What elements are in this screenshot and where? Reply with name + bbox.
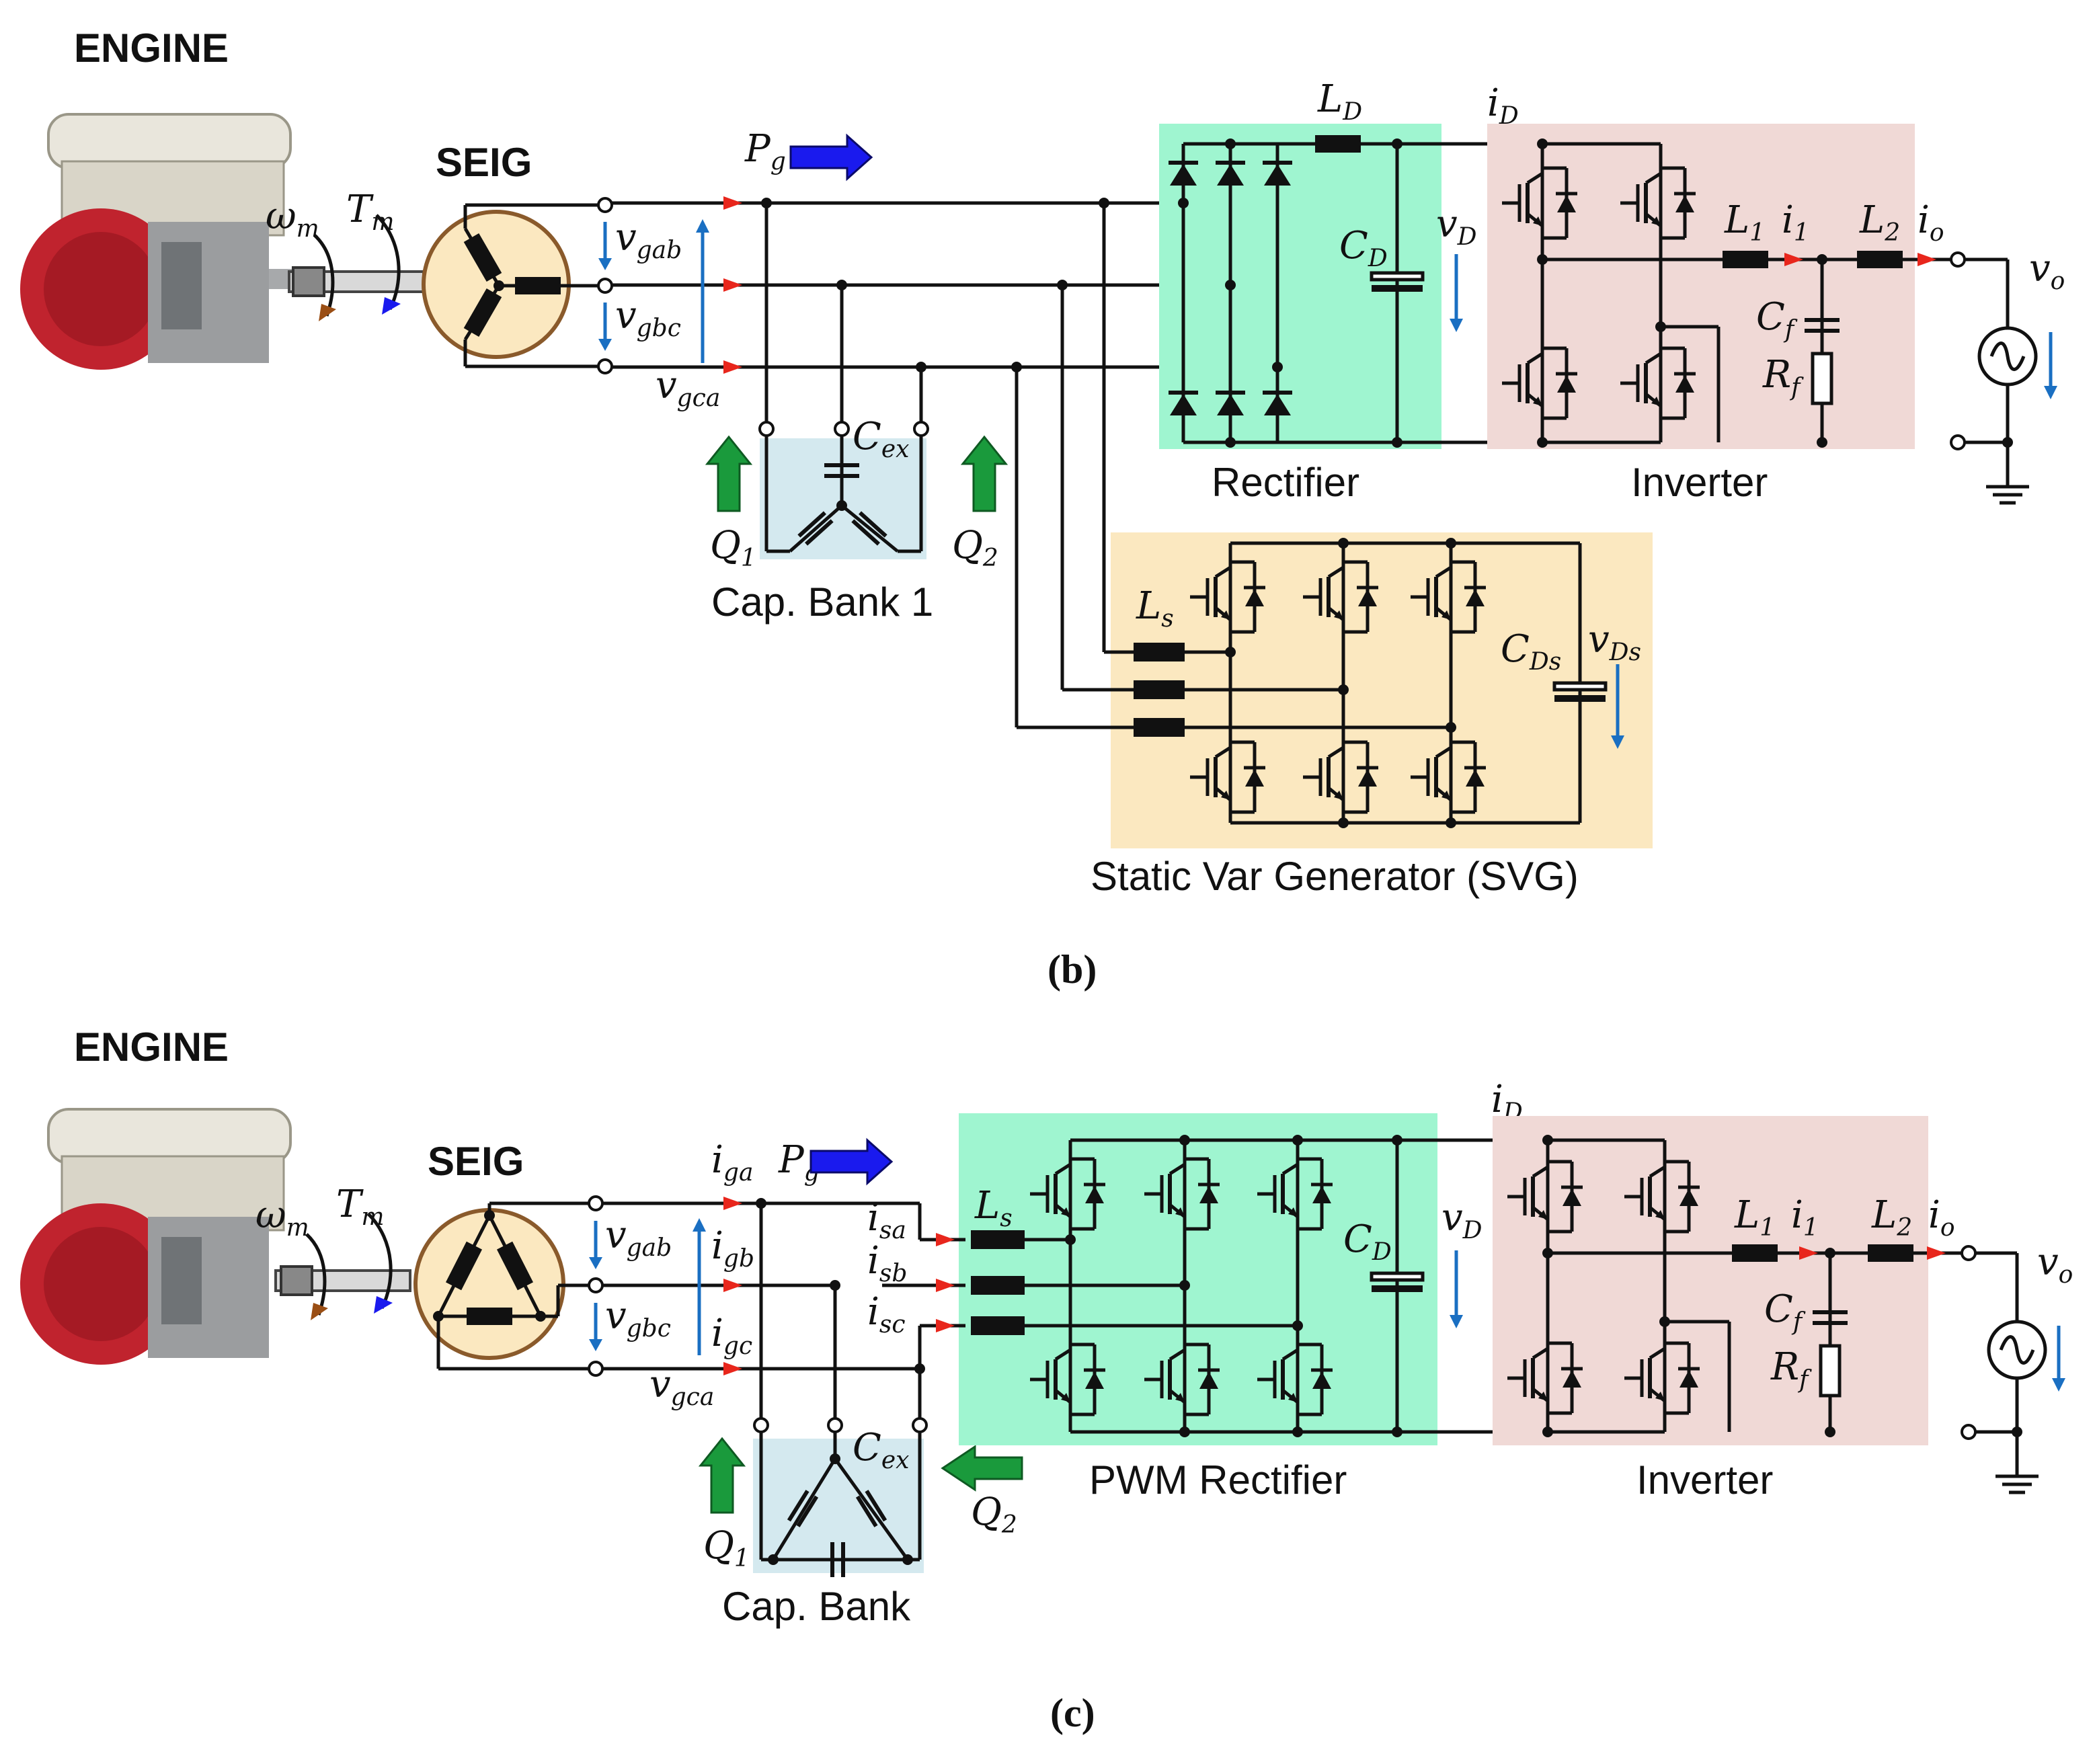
inverter-box-c (1493, 1116, 1928, 1445)
omega-arrow (313, 234, 335, 317)
io-label-c: io (1928, 1193, 1955, 1242)
inverter-label-c: Inverter (1636, 1457, 1773, 1502)
isb-label: isb (867, 1239, 907, 1287)
isc-label: isc (867, 1290, 906, 1338)
cap-bank-wiring (753, 1198, 928, 1577)
cex-label: Cex (853, 415, 909, 463)
vgab-label-c: vgab (605, 1213, 672, 1262)
seig-label-c: SEIG (428, 1139, 524, 1184)
pg-arrow (789, 133, 873, 182)
q1-arrow-c (698, 1437, 746, 1514)
ls-label-c: Ls (974, 1184, 1013, 1232)
inverter-label: Inverter (1631, 460, 1768, 505)
rectifier-label: Rectifier (1212, 460, 1359, 505)
q2-label: Q2 (952, 524, 998, 572)
seig-star-windings (463, 203, 605, 368)
i1-label: i1 (1782, 198, 1809, 247)
pg-arrow-c (809, 1137, 894, 1186)
vgab-label: vgab (615, 216, 682, 264)
io-label: io (1918, 198, 1944, 247)
igb-label: igb (711, 1224, 754, 1273)
pwm-rectifier-label: PWM Rectifier (1089, 1457, 1347, 1502)
panel-b: ENGINE ωm Tm SEIG vgab vgbc vgca (20, 26, 2065, 992)
vgca-label-c: vgca (649, 1363, 714, 1411)
iga-label: iga (711, 1138, 753, 1187)
vd-label-c: vD (1441, 1196, 1483, 1244)
seig-label: SEIG (436, 140, 532, 185)
panel-c: ENGINE ωm Tm SEIG vgab vgbc vgca iga igb… (20, 1025, 2073, 1735)
omega-label: ωm (266, 194, 319, 243)
pwm-rectifier-bridge (882, 1135, 1423, 1437)
vgca-label: vgca (656, 364, 720, 412)
id-label: iD (1487, 81, 1519, 130)
vo-label-c: vo (2037, 1240, 2073, 1289)
vd-label: vD (1436, 202, 1477, 251)
l2-label-c: L2 (1871, 1193, 1912, 1242)
l2-label: L2 (1859, 198, 1900, 247)
ld-label: LD (1317, 77, 1362, 126)
l1-label-c: L1 (1734, 1193, 1775, 1242)
panel-c-caption: (c) (1050, 1691, 1095, 1735)
cap-bank-1-wiring (758, 198, 929, 553)
inverter-box (1487, 124, 1915, 449)
q1-label: Q1 (710, 524, 756, 572)
pg-label: Pg (744, 127, 786, 175)
seig-delta-windings (433, 1201, 596, 1371)
cex-label-c: Cex (853, 1426, 909, 1474)
cap-bank-label: Cap. Bank (722, 1584, 911, 1629)
torque-label-c: Tm (336, 1182, 385, 1231)
svg-wiring (1011, 198, 1606, 828)
q2-arrow (960, 435, 1009, 512)
omega-label-c: ωm (255, 1193, 309, 1242)
cds-label: CDs (1501, 627, 1561, 676)
ls-label: Ls (1136, 584, 1174, 633)
q1-arrow (705, 435, 753, 512)
cd-label-c: CD (1343, 1217, 1392, 1266)
torque-label: Tm (346, 188, 395, 236)
engine-label-c: ENGINE (74, 1025, 229, 1070)
pwm-rectifier-box (959, 1113, 1437, 1445)
panel-b-caption: (b) (1048, 947, 1097, 992)
diode-bridge (1169, 138, 1292, 448)
engine-image-c (20, 1108, 292, 1365)
engine-label: ENGINE (74, 26, 229, 71)
isa-label: isa (867, 1196, 906, 1244)
cap-bank-1-label: Cap. Bank 1 (711, 579, 933, 625)
q2-arrow-c (941, 1445, 1023, 1492)
vo-label: vo (2029, 247, 2065, 295)
cd-label: CD (1339, 224, 1388, 272)
l1-label: L1 (1724, 198, 1765, 247)
igc-label: igc (711, 1312, 752, 1360)
torque-arrow (375, 214, 401, 311)
vgbc-label-c: vgbc (605, 1294, 671, 1342)
q2-label-c: Q2 (971, 1490, 1017, 1539)
engine-image (20, 113, 296, 370)
vds-label: vDs (1588, 618, 1641, 666)
q1-label-c: Q1 (703, 1524, 750, 1572)
vgbc-label: vgbc (615, 294, 681, 342)
i1-label-c: i1 (1791, 1193, 1819, 1242)
svg-label: Static Var Generator (SVG) (1091, 854, 1579, 899)
coupling (292, 266, 325, 297)
